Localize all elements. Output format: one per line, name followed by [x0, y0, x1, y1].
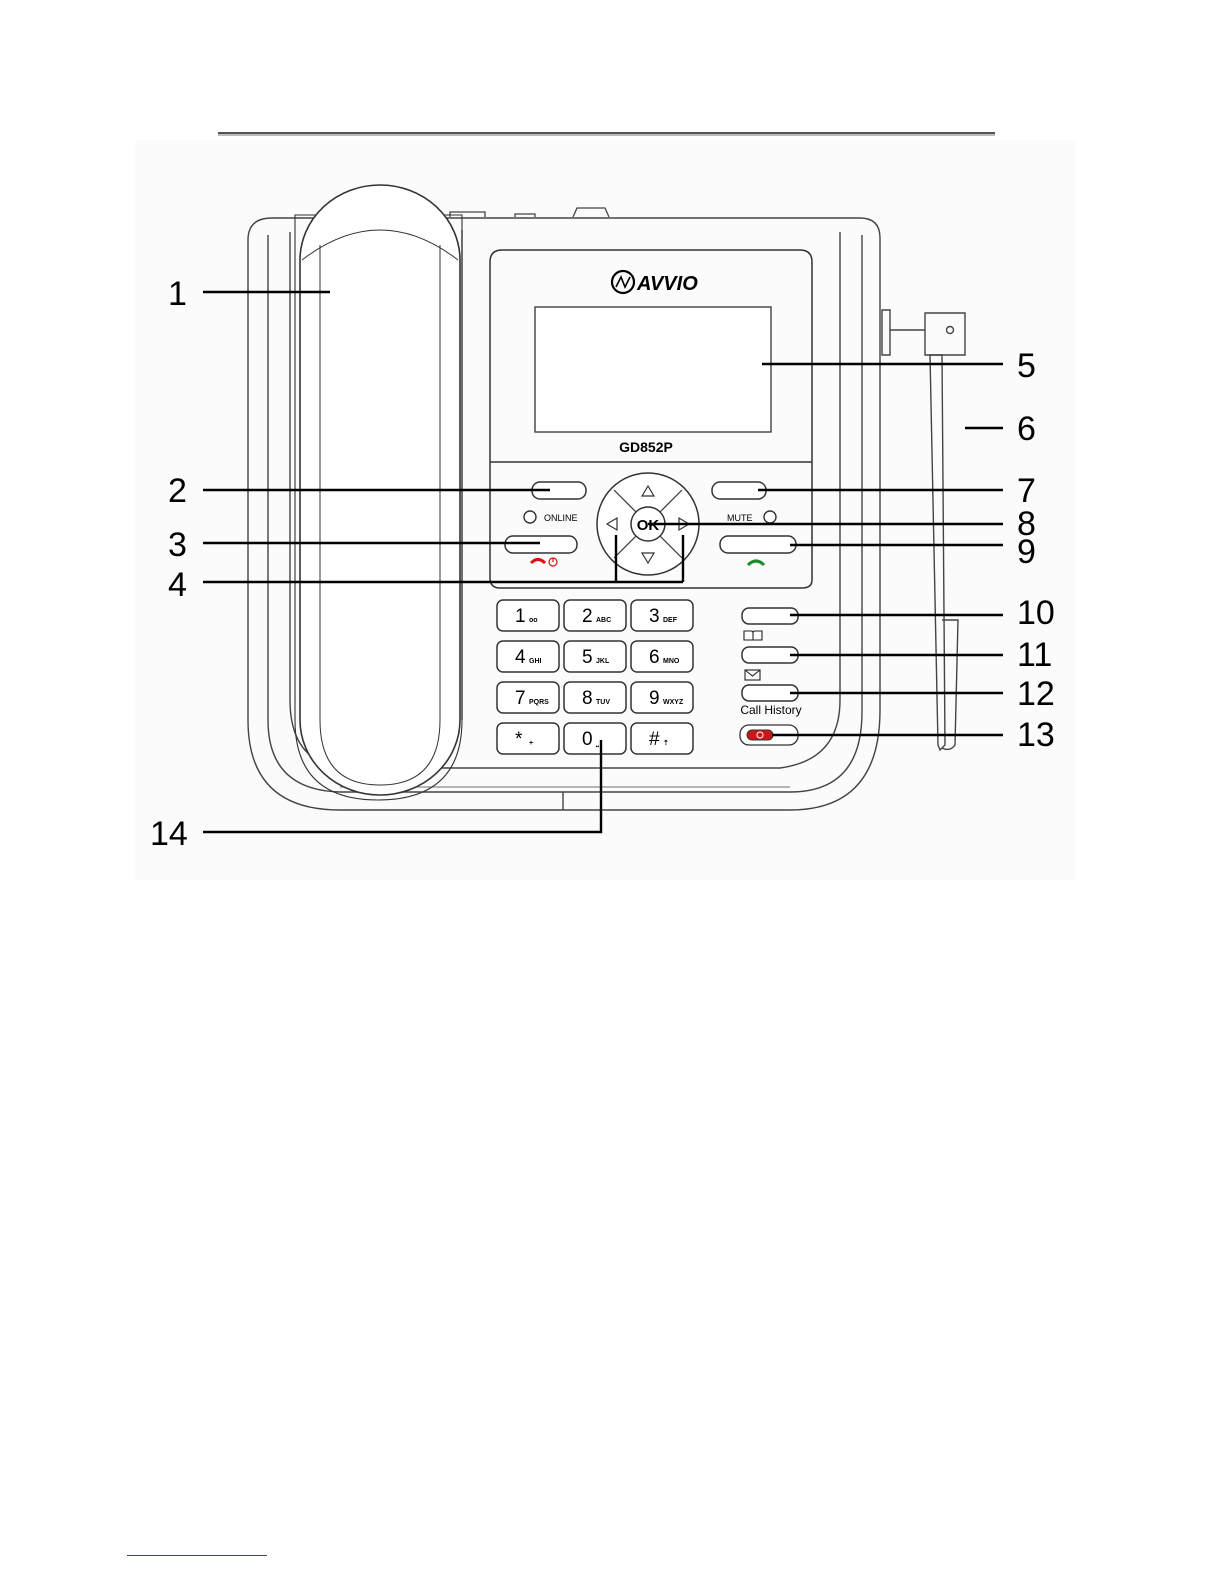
mute-label: MUTE — [727, 513, 753, 523]
keypad-key-letters: MNO — [663, 658, 680, 665]
keypad-key-frame[interactable] — [497, 682, 559, 713]
brand-logo-text: AVVIO — [636, 273, 698, 295]
send-call-key[interactable] — [720, 536, 796, 553]
callout-14: 14 — [150, 815, 188, 853]
keypad-key-digit: 2 — [582, 606, 593, 627]
keypad-key-frame[interactable] — [564, 682, 626, 713]
keypad-key-letters: WXYZ — [663, 699, 684, 706]
keypad-key-digit: 3 — [649, 606, 660, 627]
online-label: ONLINE — [544, 513, 578, 523]
online-indicator — [524, 511, 536, 523]
callout-5: 5 — [1017, 347, 1036, 385]
keypad-key-frame[interactable] — [631, 641, 693, 672]
callout-12: 12 — [1017, 675, 1055, 713]
call-history-label: Call History — [740, 703, 801, 717]
keypad-key-letters: ⇡ — [663, 739, 669, 747]
callout-6: 6 — [1017, 410, 1036, 448]
keypad-key-frame[interactable] — [564, 641, 626, 672]
keypad-key-letters: ABC — [596, 617, 611, 624]
keypad-key-digit: * — [515, 729, 523, 750]
keypad-key-letters: ⎵ — [595, 740, 599, 747]
footer-link-underline — [127, 1555, 267, 1556]
keypad-key-digit: 4 — [515, 647, 526, 668]
keypad-key-letters: oo — [529, 617, 538, 624]
keypad-key-digit: 5 — [582, 647, 593, 668]
callout-13: 13 — [1017, 716, 1055, 754]
keypad-key-digit: 6 — [649, 647, 660, 668]
keypad-key-11[interactable]: 0⎵ — [564, 723, 626, 754]
keypad-key-letters: GHI — [529, 658, 542, 665]
keypad-key-frame[interactable] — [564, 600, 626, 631]
callout-11: 11 — [1017, 636, 1052, 674]
call-history-key[interactable] — [742, 685, 798, 701]
keypad-key-digit: 8 — [582, 688, 593, 709]
lcd-screen — [535, 307, 771, 432]
handset — [295, 185, 462, 800]
keypad-key-frame[interactable] — [497, 641, 559, 672]
keypad-key-digit: 7 — [515, 688, 526, 709]
keypad-key-10[interactable]: *+ — [497, 723, 559, 754]
keypad-key-12[interactable]: #⇡ — [631, 723, 693, 754]
callout-2: 2 — [168, 472, 187, 510]
keypad-key-letters: + — [529, 740, 533, 747]
end-call-key[interactable] — [505, 536, 577, 553]
keypad-key-digit: # — [649, 729, 660, 750]
message-key[interactable] — [742, 647, 798, 663]
right-soft-key[interactable] — [712, 482, 766, 499]
keypad-key-frame[interactable] — [497, 723, 559, 754]
callout-9: 9 — [1017, 533, 1036, 571]
keypad-key-letters: DEF — [663, 617, 678, 624]
keypad-key-digit: 9 — [649, 688, 660, 709]
keypad-key-digit: 0 — [582, 729, 593, 750]
callout-10: 10 — [1017, 594, 1055, 632]
keypad-key-frame[interactable] — [564, 723, 626, 754]
keypad-key-frame[interactable] — [631, 682, 693, 713]
keypad-key-letters: TUV — [596, 699, 610, 706]
keypad-key-frame[interactable] — [497, 600, 559, 631]
keypad-key-letters: JKL — [596, 658, 610, 665]
keypad-key-frame[interactable] — [631, 723, 693, 754]
keypad-key-digit: 1 — [515, 606, 526, 627]
callout-1: 1 — [168, 275, 187, 313]
mute-indicator — [764, 511, 776, 523]
callout-4: 4 — [168, 566, 187, 604]
callout-3: 3 — [168, 526, 187, 564]
phonebook-key[interactable] — [742, 608, 798, 624]
keypad-key-letters: PQRS — [529, 699, 549, 706]
keypad-key-frame[interactable] — [631, 600, 693, 631]
model-label: GD852P — [619, 439, 673, 455]
ok-label: OK — [637, 517, 660, 534]
